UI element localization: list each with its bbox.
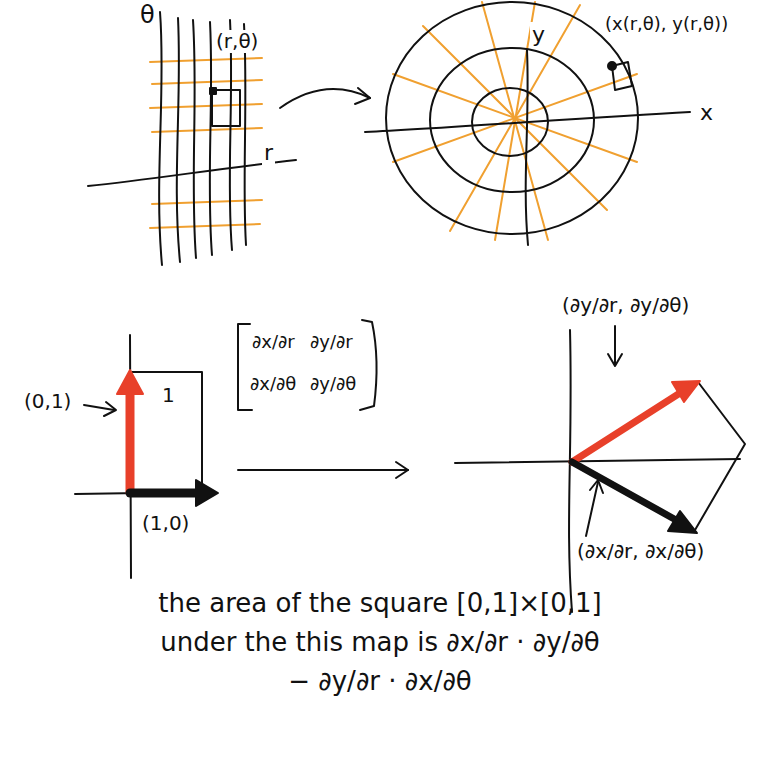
image-figure [455,326,745,612]
map-arrow-head [396,462,408,478]
vector-label: (∂y/∂r, ∂y/∂θ) [560,294,691,317]
vector-label: (0,1) [22,390,73,413]
r-line [210,22,212,255]
image-patch [612,62,632,90]
r-line [159,12,162,265]
matrix-entry: ∂y/∂r [308,332,355,353]
right-bracket [360,320,377,410]
corner-dot [210,88,216,94]
point-label: (x(r,θ), y(r,θ)) [603,14,730,35]
r-line [177,18,180,262]
matrix-entry: ∂x/∂θ [248,374,298,395]
leader-line [614,326,616,364]
circles [365,2,690,245]
arrow-head [355,88,370,104]
axis-label: y [530,22,547,47]
y-axis [526,50,528,245]
axis-label: r [262,140,275,165]
point-label: (r,θ) [214,30,260,53]
matrix-entry: ∂y/∂θ [308,374,358,395]
red-arrow-shaft [572,393,680,462]
black-image-vector [572,462,697,533]
horizontal-axis [75,492,206,494]
leader-line [586,482,598,536]
map-arrow-shaft [238,469,408,471]
black-arrow-head [668,511,697,533]
red-image-vector [572,381,700,462]
axis-label: x [698,100,715,125]
caption: the area of the square [0,1]×[0,1] under… [150,584,610,701]
red-arrow-head [117,370,143,394]
parallelogram-sides [695,382,745,530]
radial-lines [393,2,637,240]
black-arrow-shaft [572,462,676,520]
unit-square-figure [75,335,206,578]
horizontal-axis [455,459,740,463]
axis-label: θ [138,2,157,30]
vector-label: (∂x/∂r, ∂x/∂θ) [575,540,706,563]
arrow-shaft [280,89,370,108]
map-arrow [280,88,370,108]
matrix-figure [238,320,408,478]
leader-head [104,402,116,416]
unit-square [132,372,202,493]
small-square [212,90,240,126]
black-vector [130,480,218,506]
black-grid-lines [88,12,296,265]
vertical-axis [569,330,572,612]
leader-head [608,354,622,366]
vector-label: (1,0) [140,512,191,535]
red-arrow-shaft [126,392,135,492]
side-length: 1 [160,384,177,407]
black-arrow-head [196,480,218,506]
matrix-entry: ∂x/∂r [250,332,297,353]
black-arrow-shaft [130,489,198,498]
red-arrow-head [672,381,700,402]
red-vector [117,370,143,492]
r-line [193,20,196,258]
r-line [230,20,232,250]
r-line [244,24,246,245]
theta-line [150,224,260,228]
